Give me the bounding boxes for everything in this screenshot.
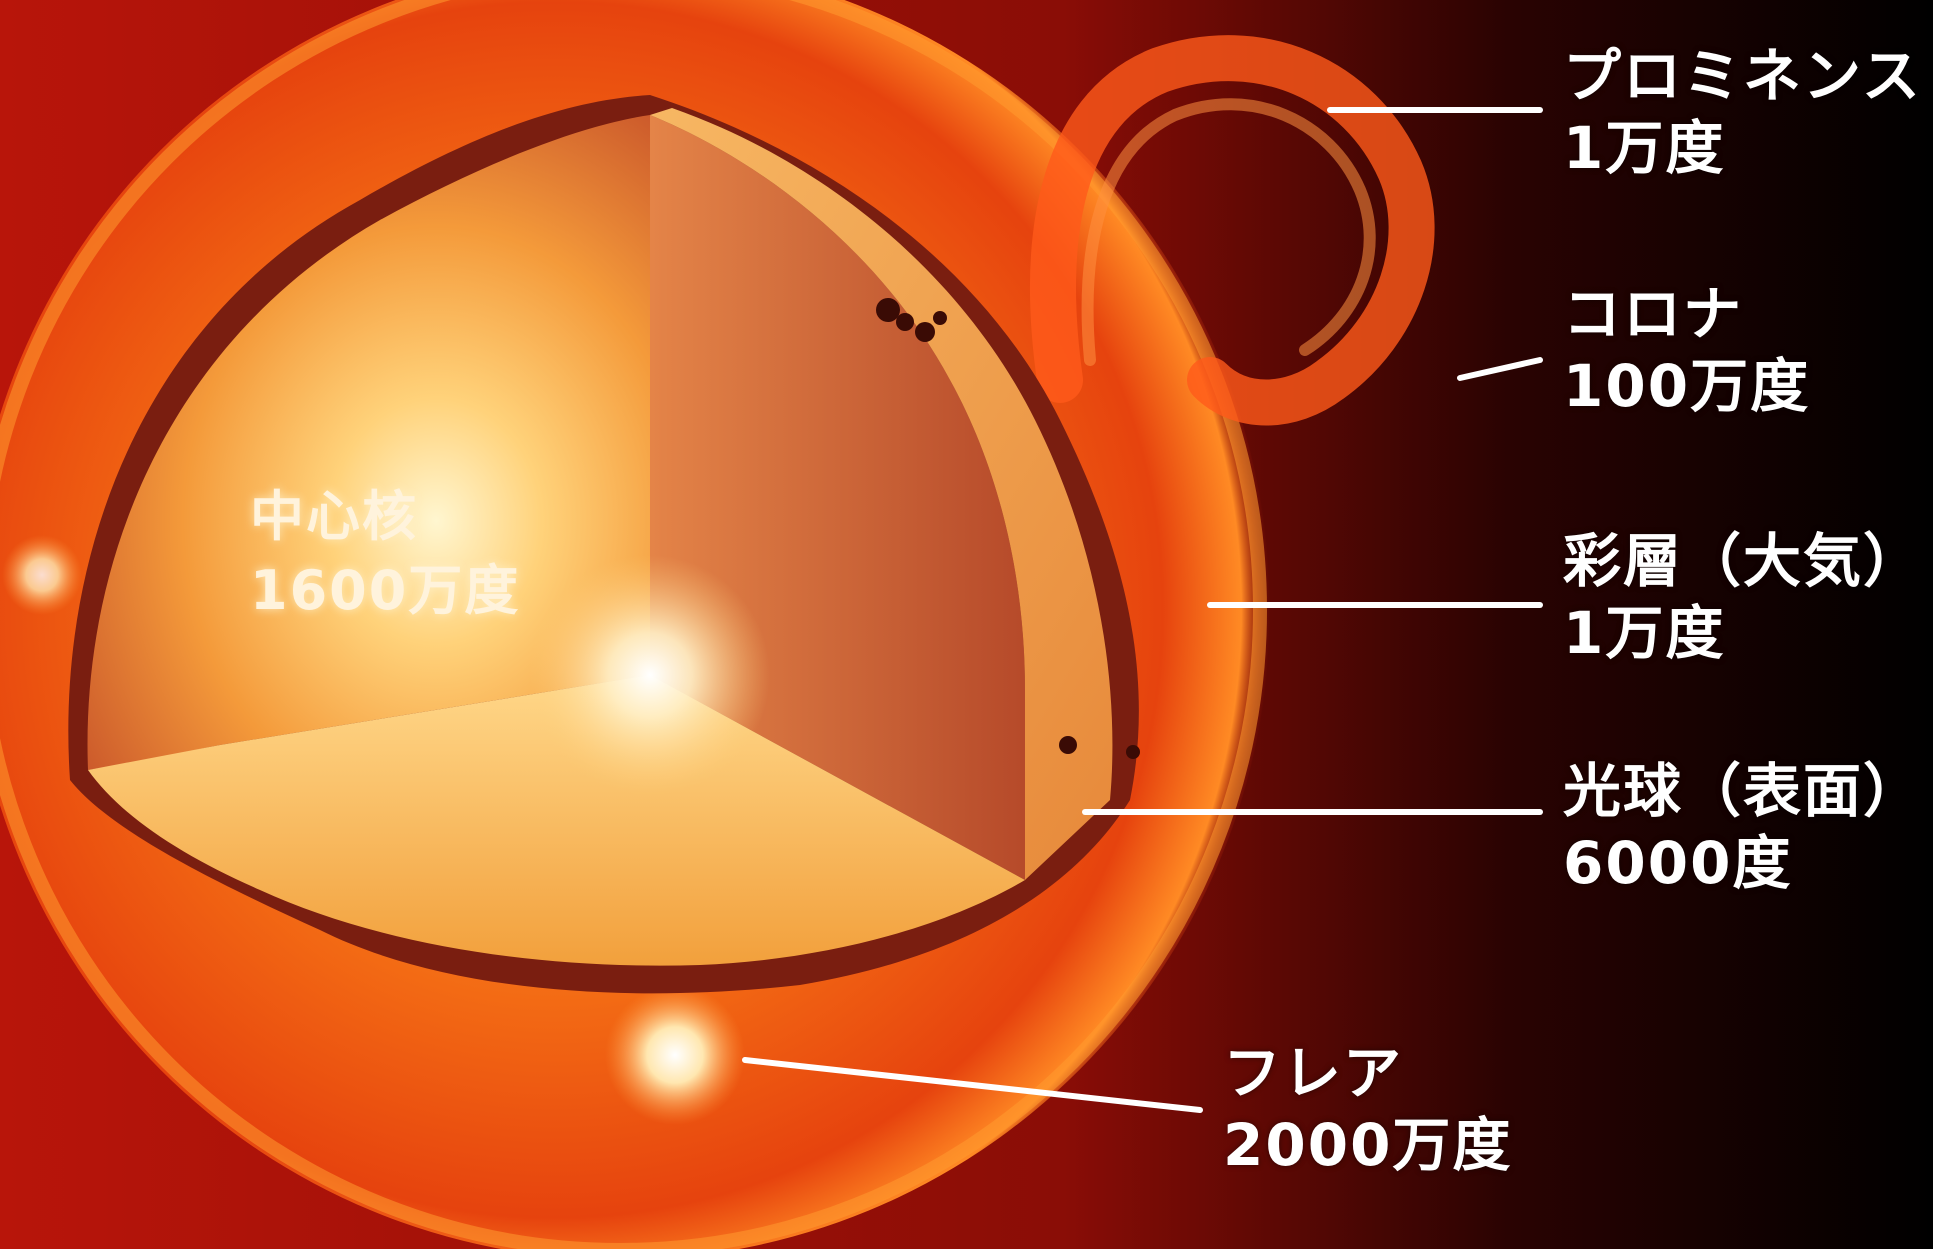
prominence-loop <box>1030 35 1435 426</box>
sunspots <box>876 298 1140 759</box>
prominence-label: プロミネンス 1万度 <box>1563 40 1922 184</box>
leader-line-corona <box>1457 357 1543 381</box>
flare-temperature: 2000万度 <box>1223 1111 1513 1179</box>
core-flash <box>530 555 770 795</box>
flare-glow <box>605 985 745 1125</box>
core-name: 中心核 <box>250 485 418 548</box>
core-label: 中心核 1600万度 <box>250 480 520 628</box>
sun-limb <box>0 0 1267 1249</box>
photosphere-temperature: 6000度 <box>1563 829 1793 897</box>
photosphere-band <box>650 108 1113 880</box>
corona-temperature: 100万度 <box>1563 352 1811 420</box>
chromosphere-name: 彩層（大気） <box>1563 527 1924 595</box>
chromosphere-label: 彩層（大気） 1万度 <box>1563 525 1923 669</box>
chromosphere-temperature: 1万度 <box>1563 599 1726 667</box>
prominence-name: プロミネンス <box>1563 42 1922 110</box>
leader-lines <box>742 107 1543 1113</box>
bottom-cut-face <box>88 675 1025 966</box>
prominence-temperature: 1万度 <box>1563 114 1726 182</box>
photosphere-label: 光球（表面） 6000度 <box>1563 755 1923 899</box>
corona-name: コロナ <box>1563 280 1744 348</box>
flare-label: フレア 2000万度 <box>1223 1037 1512 1181</box>
limb-glow <box>2 535 82 615</box>
photosphere-name: 光球（表面） <box>1563 757 1924 825</box>
leader-line-flare <box>742 1057 1203 1113</box>
core-temperature: 1600万度 <box>250 559 521 622</box>
left-cut-face <box>87 115 650 770</box>
flare-name: フレア <box>1223 1039 1404 1107</box>
corona-label: コロナ 100万度 <box>1563 278 1810 422</box>
